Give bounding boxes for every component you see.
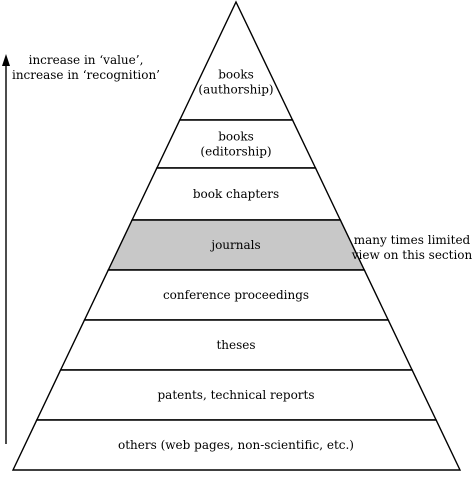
side-note-line1: many times limited [354,233,471,247]
pyramid-tier-2-label: (editorship) [200,145,271,159]
pyramid-tier-8-label: others (web pages, non-scientific, etc.) [118,438,354,452]
pyramid-tier-1-label: books [218,68,254,82]
arrow-label-line2: increase in ‘recognition’ [12,68,160,82]
value-arrowhead [2,54,10,66]
side-note-line2: view on this section [351,248,473,262]
pyramid-tier-4-label: journals [209,238,260,252]
arrow-label-line1: increase in ‘value’, [29,53,144,67]
pyramid-tier-8 [11,419,462,471]
pyramid-tiers: books(authorship)books(editorship)book c… [11,0,462,471]
pyramid-tier-7-label: patents, technical reports [157,388,314,402]
pyramid-tier-3-label: book chapters [193,187,279,201]
pyramid-tier-6-label: theses [216,338,255,352]
pyramid-tier-5-label: conference proceedings [163,288,309,302]
pyramid-tier-1 [178,0,294,121]
pyramid-tier-2-label: books [218,130,254,144]
pyramid-tier-1-label: (authorship) [198,83,273,97]
